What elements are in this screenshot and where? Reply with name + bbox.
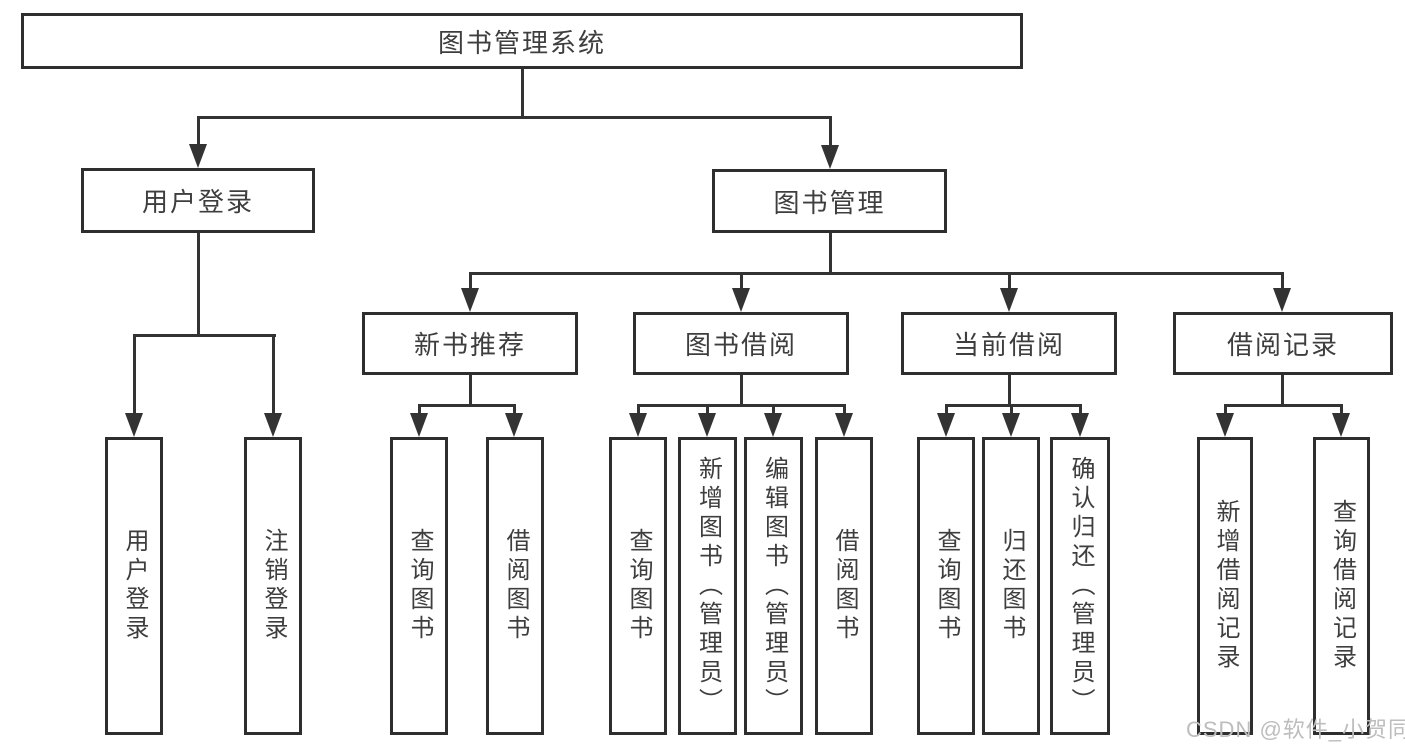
connector-line xyxy=(945,404,948,420)
arrow-down-icon xyxy=(1071,413,1089,437)
node-label: 借阅记录 xyxy=(1226,330,1339,360)
connector-line xyxy=(843,404,846,420)
arrow-down-icon xyxy=(821,145,839,169)
connector-line xyxy=(133,334,276,337)
connector-line xyxy=(133,334,136,420)
node-label: 借阅图书 xyxy=(502,528,529,644)
node-current-borrow: 当前借阅 xyxy=(901,312,1117,375)
arrow-down-icon xyxy=(732,288,750,312)
connector-line xyxy=(1079,404,1082,420)
node-label: 借阅图书 xyxy=(831,528,858,644)
arrow-down-icon xyxy=(698,413,716,437)
node-label: 图书管理系统 xyxy=(437,27,606,58)
leaf-user-login: 用户登录 xyxy=(105,437,163,735)
connector-line xyxy=(772,404,775,420)
node-label: 查询图书 xyxy=(406,528,433,644)
arrow-down-icon xyxy=(835,413,853,437)
arrow-down-icon xyxy=(1332,413,1350,437)
leaf-logout: 注销登录 xyxy=(244,437,302,735)
arrow-down-icon xyxy=(1216,413,1234,437)
node-label: 新书推荐 xyxy=(413,330,526,360)
connector-line xyxy=(418,404,421,420)
node-label: 新增图书（管理员） xyxy=(694,455,722,717)
connector-line xyxy=(197,116,200,150)
leaf-borrow-books-1: 借阅图书 xyxy=(486,437,544,735)
arrow-down-icon xyxy=(1002,413,1020,437)
leaf-add-borrow-record: 新增借阅记录 xyxy=(1197,437,1253,735)
node-label: 图书管理 xyxy=(773,187,886,218)
node-label: 查询借阅记录 xyxy=(1328,499,1356,673)
leaf-confirm-return-admin: 确认归还（管理员） xyxy=(1050,437,1110,735)
connector-line xyxy=(1340,404,1343,420)
arrow-down-icon xyxy=(125,413,143,437)
connector-line xyxy=(706,404,709,420)
arrow-down-icon xyxy=(629,413,647,437)
connector-line xyxy=(1008,375,1011,407)
arrow-down-icon xyxy=(461,288,479,312)
node-borrow-records: 借阅记录 xyxy=(1173,312,1393,375)
connector-line xyxy=(1008,272,1011,292)
node-label: 当前借阅 xyxy=(952,330,1065,360)
connector-line xyxy=(1224,404,1343,407)
connector-line xyxy=(521,69,524,117)
arrow-down-icon xyxy=(764,413,782,437)
connector-line xyxy=(1281,272,1284,292)
node-label: 新增借阅记录 xyxy=(1212,499,1239,673)
connector-line xyxy=(469,272,1284,275)
arrow-down-icon xyxy=(937,413,955,437)
leaf-add-book-admin: 新增图书（管理员） xyxy=(678,437,737,735)
arrow-down-icon xyxy=(410,413,428,437)
leaf-edit-book-admin: 编辑图书（管理员） xyxy=(744,437,803,735)
connector-line xyxy=(197,233,200,337)
leaf-return-book: 归还图书 xyxy=(982,437,1040,735)
arrow-down-icon xyxy=(505,413,523,437)
leaf-query-books-2: 查询图书 xyxy=(609,437,667,735)
node-label: 归还图书 xyxy=(998,528,1025,644)
connector-line xyxy=(829,116,832,151)
node-label: 注销登录 xyxy=(260,528,287,644)
connector-line xyxy=(418,404,516,407)
node-label: 图书借阅 xyxy=(684,330,797,360)
connector-line xyxy=(272,334,275,420)
connector-line xyxy=(637,404,640,420)
connector-line xyxy=(1224,404,1227,420)
node-book-management-branch: 图书管理 xyxy=(712,169,947,233)
csdn-watermark: CSDN @软件_小贺同学 xyxy=(1186,717,1405,742)
node-label: 确认归还（管理员） xyxy=(1067,455,1094,717)
node-label: 编辑图书（管理员） xyxy=(760,455,788,717)
arrow-down-icon xyxy=(264,413,282,437)
connector-line xyxy=(637,404,846,407)
connector-line xyxy=(1281,375,1284,407)
arrow-down-icon xyxy=(189,144,207,168)
node-book-borrow: 图书借阅 xyxy=(633,312,849,375)
node-label: 用户登录 xyxy=(121,528,148,644)
node-user-login-branch: 用户登录 xyxy=(81,168,315,233)
connector-line xyxy=(513,404,516,420)
node-new-book-recommend: 新书推荐 xyxy=(362,312,578,375)
leaf-query-books-3: 查询图书 xyxy=(917,437,975,735)
connector-line xyxy=(469,375,472,407)
leaf-query-borrow-record: 查询借阅记录 xyxy=(1313,437,1370,735)
connector-line xyxy=(469,272,472,292)
connector-line xyxy=(829,233,832,275)
connector-line xyxy=(740,375,743,407)
leaf-query-books-1: 查询图书 xyxy=(390,437,448,735)
connector-line xyxy=(197,116,831,119)
leaf-borrow-books-2: 借阅图书 xyxy=(815,437,873,735)
connector-line xyxy=(945,404,1082,407)
connector-line xyxy=(740,272,743,292)
connector-line xyxy=(1010,404,1013,420)
arrow-down-icon xyxy=(1273,288,1291,312)
node-label: 查询图书 xyxy=(625,528,652,644)
node-label: 用户登录 xyxy=(141,187,254,217)
node-root-library-system: 图书管理系统 xyxy=(21,13,1023,69)
node-label: 查询图书 xyxy=(933,528,960,644)
arrow-down-icon xyxy=(1000,288,1018,312)
